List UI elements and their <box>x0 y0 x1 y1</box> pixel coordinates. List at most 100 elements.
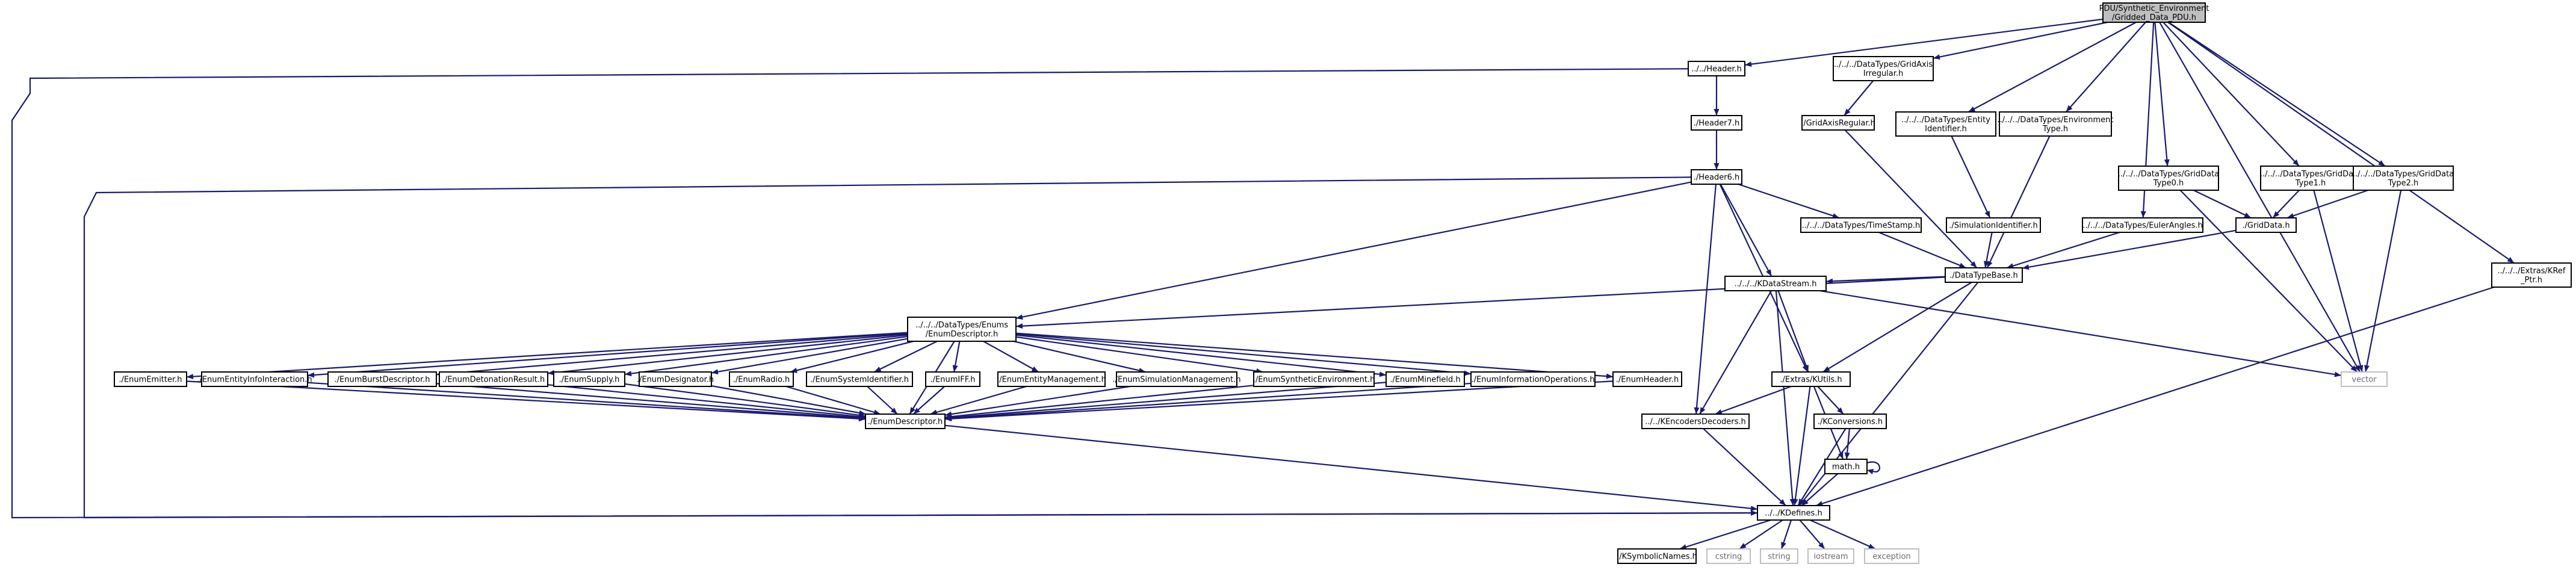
node-root[interactable]: PDU/Synthetic_Environment/Gridded_Data_P… <box>2099 2 2209 23</box>
arrowhead <box>1970 261 1977 268</box>
node-label: ../../KEncodersDecoders.h <box>1645 418 1746 427</box>
node-timestamp[interactable]: ../../../DataTypes/TimeStamp.h <box>1800 217 1922 233</box>
node-kref[interactable]: ../../../Extras/KRef_Ptr.h <box>2491 262 2572 288</box>
node-enumdescriptor[interactable]: ./EnumDescriptor.h <box>865 414 946 429</box>
edge-header6-to-kdatastream <box>1720 184 1773 277</box>
edge-entity_id-to-sim_id <box>1951 135 1991 218</box>
edge-header6-to-kdefines <box>83 176 1758 519</box>
node-box <box>1706 548 1751 564</box>
arrowhead <box>1766 269 1772 276</box>
node-e_burst[interactable]: ./EnumBurstDescriptor.h <box>327 371 437 387</box>
edge-kdefines-to-exception <box>1809 519 1876 550</box>
edge-grid_t1-to-vector <box>2313 190 2364 373</box>
node-label: ./EnumInformationOperations.h <box>1472 376 1595 385</box>
arrowhead <box>1868 544 1875 549</box>
edge-dis_enums-to-e_supply <box>624 335 908 377</box>
node-label: iostream <box>1813 553 1848 562</box>
node-e_header[interactable]: ./EnumHeader.h <box>1612 371 1682 387</box>
edge-e_sysid-to-enumdescriptor <box>867 386 898 415</box>
edge-enumdescriptor-to-kdefines <box>944 424 1758 512</box>
node-label: ./Header7.h <box>1694 119 1740 128</box>
node-label: /Gridded_Data_PDU.h <box>2112 13 2196 22</box>
node-e_supply[interactable]: ./EnumSupply.h <box>553 371 625 387</box>
node-e_emitter[interactable]: ./EnumEmitter.h <box>114 371 187 387</box>
node-euler[interactable]: ../../../DataTypes/EulerAngles.h <box>2082 217 2203 233</box>
node-kencoders[interactable]: ../../KEncodersDecoders.h <box>1641 414 1750 429</box>
arrowhead <box>2273 211 2280 218</box>
edge-dis_enums-to-e_designator <box>711 338 908 375</box>
arrowhead <box>1750 506 1757 512</box>
node-e_simmgmt[interactable]: ./EnumSimulationManagement.h <box>1112 371 1241 387</box>
node-e_iff[interactable]: ./EnumIFF.h <box>925 371 980 387</box>
node-label: ./EnumHeader.h <box>1616 376 1679 385</box>
node-e_entitymgmt[interactable]: ./EnumEntityManagement.h <box>997 371 1106 387</box>
node-label: Identifier.h <box>1925 125 1967 134</box>
node-box <box>1760 548 1798 564</box>
node-label: ./DataTypeBase.h <box>1949 271 2017 280</box>
edge-kutils-to-kdefines <box>1792 386 1811 506</box>
node-sim_id[interactable]: ./SimulationIdentifier.h <box>1946 217 2041 233</box>
node-e_sysid[interactable]: ./EnumSystemIdentifier.h <box>806 371 913 387</box>
node-e_infoops[interactable]: ./EnumInformationOperations.h <box>1470 371 1596 387</box>
arrowhead <box>1031 366 1039 372</box>
node-e_designator[interactable]: ./EnumDesignator.h <box>637 371 714 387</box>
node-header7[interactable]: ./Header7.h <box>1691 115 1742 131</box>
node-e_detonation[interactable]: ./EnumDetonationResult.h <box>439 371 548 387</box>
node-e_minefield[interactable]: ./EnumMinefield.h <box>1386 371 1465 387</box>
edge-dis_enums-to-e_infoops <box>1015 333 1472 376</box>
arrowhead <box>1379 371 1386 377</box>
node-label: ../../../DataTypes/GridData <box>2260 170 2361 179</box>
node-box <box>114 371 187 387</box>
node-label: Type2.h <box>2388 179 2419 188</box>
node-header6[interactable]: ./Header6.h <box>1691 169 1742 185</box>
edge-kdatastream-to-kutils <box>1777 290 1809 373</box>
node-e_entityinfo[interactable]: ./EnumEntityInfoInteraction.h <box>197 371 312 387</box>
arrowhead <box>2334 371 2341 377</box>
node-griddata[interactable]: ./GridData.h <box>2235 217 2297 233</box>
node-box <box>1470 371 1596 387</box>
arrowhead <box>1844 452 1850 459</box>
node-box <box>729 371 794 387</box>
node-kdefines[interactable]: ../../KDefines.h <box>1757 505 1830 521</box>
node-label: string <box>1768 553 1790 562</box>
node-kdatastream[interactable]: ../../../KDataStream.h <box>1724 276 1827 291</box>
node-datatypebase[interactable]: ./DataTypeBase.h <box>1945 267 2023 283</box>
arrowhead <box>1867 469 1874 474</box>
node-label: Irregular.h <box>1863 69 1904 78</box>
node-box <box>1833 56 1934 81</box>
node-header[interactable]: ../../Header.h <box>1688 61 1745 76</box>
arrowhead <box>548 370 555 376</box>
node-e_synthenv[interactable]: ./EnumSyntheticEnvironment.h <box>1253 371 1375 387</box>
node-ksymbolic[interactable]: ./KSymbolicNames.h <box>1617 548 1697 564</box>
arrowhead <box>913 407 920 414</box>
node-box <box>1641 414 1750 429</box>
edge-grid_t2-to-vector <box>2364 190 2402 373</box>
node-gridaxis_reg[interactable]: ./GridAxisRegular.h <box>1801 115 1875 131</box>
arrowhead <box>1844 108 1851 116</box>
node-dis_enums[interactable]: ../../../DataTypes/Enums/EnumDescriptor.… <box>907 317 1017 342</box>
arrowhead <box>2350 365 2358 372</box>
edge-grid_t0-to-vector <box>2179 190 2358 373</box>
arrowhead <box>1779 499 1786 506</box>
node-kutils[interactable]: ./Extras/KUtils.h <box>1771 371 1851 387</box>
node-kconversions[interactable]: ./KConversions.h <box>1813 414 1887 429</box>
edge-dis_enums-to-e_iff <box>952 341 961 373</box>
node-box <box>1724 276 1827 291</box>
node-box <box>327 371 437 387</box>
arrowhead <box>1694 407 1700 414</box>
node-label: Type.h <box>2042 125 2068 134</box>
arrowhead <box>1837 407 1844 414</box>
node-e_radio[interactable]: ./EnumRadio.h <box>729 371 794 387</box>
edge-root-to-grid_t0 <box>2154 22 2170 167</box>
arrowhead <box>2364 365 2370 372</box>
node-math[interactable]: math.h <box>1824 459 1868 474</box>
node-label: ./EnumRadio.h <box>733 376 790 385</box>
edge-grid_t1-to-griddata <box>2272 190 2300 218</box>
